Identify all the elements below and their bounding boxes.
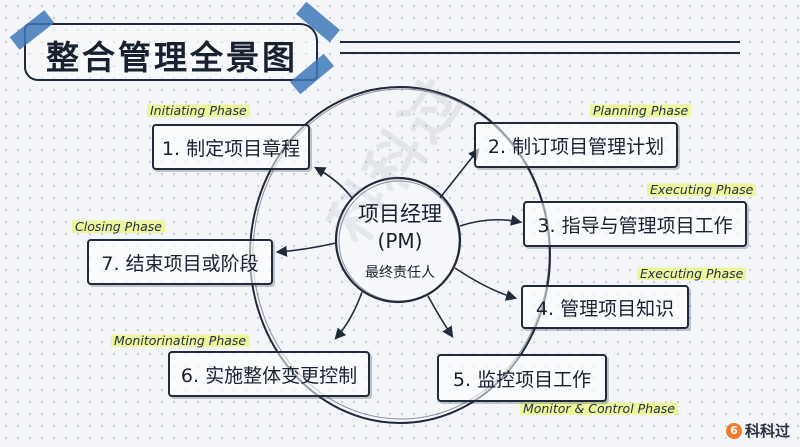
arrow-to-node-5 xyxy=(427,295,454,338)
title-frame xyxy=(24,23,318,81)
arrow-to-node-7 xyxy=(275,242,337,257)
brand-logo: 6 科科过 xyxy=(726,420,790,441)
center-title: 项目经理 xyxy=(358,202,442,226)
phase-tag-4: Executing Phase xyxy=(637,266,747,281)
arrow-to-node-4 xyxy=(454,267,518,301)
page-title: 整合管理全景图 xyxy=(46,38,298,77)
title-box: 整合管理全景图 xyxy=(24,21,318,81)
arrow-to-node-6 xyxy=(334,291,363,340)
phase-tag-5: Monitor & Control Phase xyxy=(520,401,678,416)
process-node-5: 5. 监控项目工作 xyxy=(437,354,607,402)
title-rule-1 xyxy=(340,41,740,43)
process-node-3: 3. 指导与管理项目工作 xyxy=(523,201,747,247)
phase-tag-2: Planning Phase xyxy=(590,103,692,118)
phase-tag-1: Initiating Phase xyxy=(147,103,250,118)
arrow-to-node-1 xyxy=(314,166,353,199)
phase-tag-3: Executing Phase xyxy=(647,182,757,197)
center-circle xyxy=(334,176,462,304)
arrow-to-node-3 xyxy=(459,214,523,227)
phase-tag-7: Closing Phase xyxy=(72,219,165,234)
arrow-to-node-2 xyxy=(439,148,480,199)
phase-tag-6: Monitorinating Phase xyxy=(111,333,250,348)
center-caption: 最终责任人 xyxy=(365,265,435,281)
title-rule-2 xyxy=(340,52,740,54)
process-node-7: 7. 结束项目或阶段 xyxy=(87,239,273,285)
process-node-2: 2. 制订项目管理计划 xyxy=(474,122,678,168)
brand-logo-icon: 6 xyxy=(726,422,742,439)
center-subtitle: (PM) xyxy=(377,229,423,253)
brand-logo-text: 科科过 xyxy=(745,422,791,440)
process-node-4: 4. 管理项目知识 xyxy=(521,285,689,329)
process-node-1: 1. 制定项目章程 xyxy=(152,124,310,170)
center-circle-sketch xyxy=(338,180,460,302)
process-node-6: 6. 实施整体变更控制 xyxy=(168,351,370,397)
